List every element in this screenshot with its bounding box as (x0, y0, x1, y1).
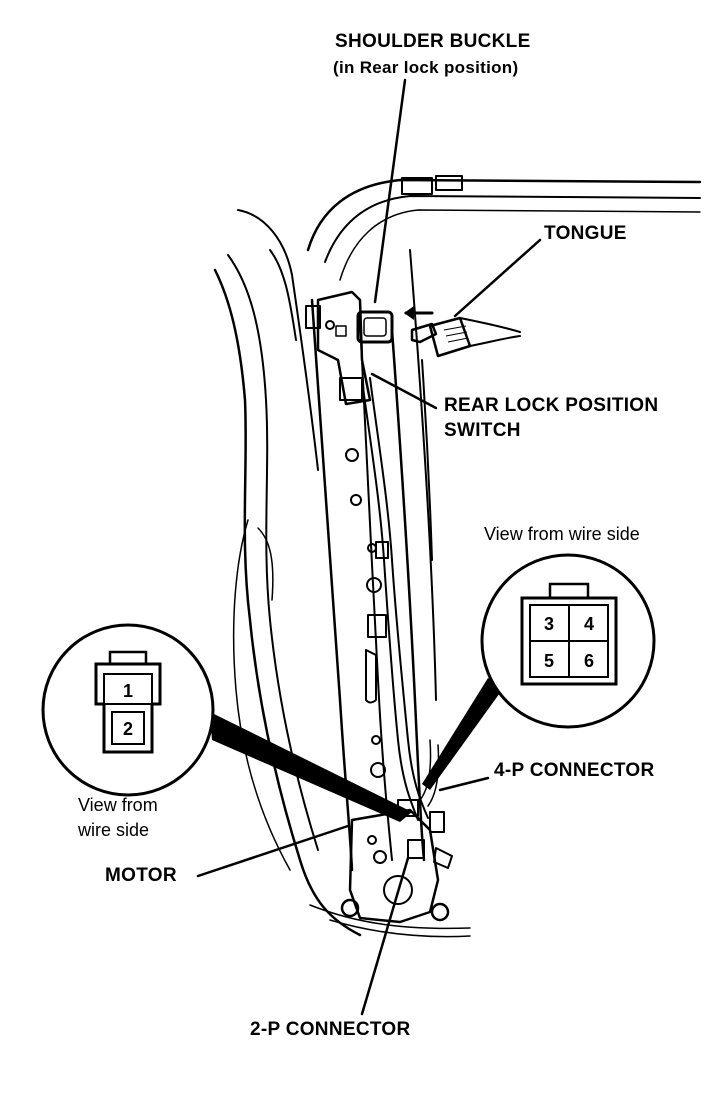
connector-4p-inset: 3 4 5 6 (480, 553, 656, 729)
shoulder-buckle-label: SHOULDER BUCKLE (335, 31, 531, 52)
view-from-left-line1: View from (78, 795, 158, 815)
leader-lines (196, 78, 542, 1016)
motor-label: MOTOR (105, 865, 177, 886)
pin-4: 4 (584, 614, 594, 634)
zoom-wedge-2p (210, 712, 412, 822)
tongue-label: TONGUE (544, 223, 627, 244)
shoulder-buckle-note: (in Rear lock position) (333, 58, 518, 77)
view-from-wire-side-right: View from wire side (484, 524, 640, 544)
rear-lock-switch-label-line2: SWITCH (444, 420, 521, 441)
connector-2p-inset: 1 2 (41, 623, 215, 797)
view-from-left-line2: wire side (77, 820, 149, 840)
pin-3: 3 (544, 614, 554, 634)
pin-2: 2 (123, 719, 133, 739)
two-p-connector-label: 2-P CONNECTOR (250, 1019, 411, 1040)
pin-5: 5 (544, 651, 554, 671)
tongue-detail (404, 306, 521, 358)
rear-lock-switch-label-line1: REAR LOCK POSITION (444, 395, 658, 416)
pin-1: 1 (123, 681, 133, 701)
pin-6: 6 (584, 651, 594, 671)
shoulder-buckle-detail (356, 310, 394, 344)
zoom-wedge-4p (422, 678, 502, 790)
four-p-connector-label: 4-P CONNECTOR (494, 760, 655, 781)
vehicle-body (213, 175, 702, 938)
